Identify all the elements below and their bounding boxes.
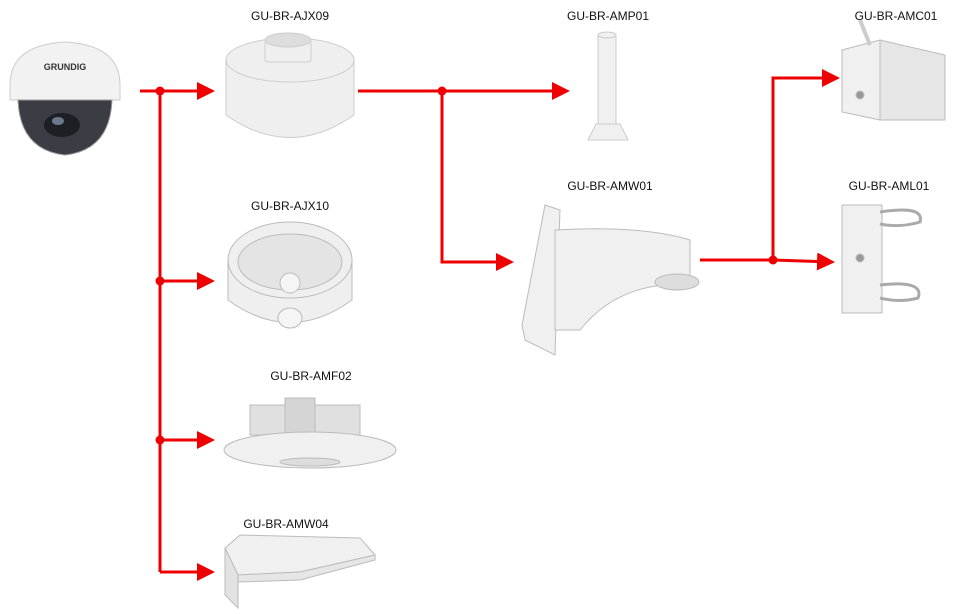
label-aml01: GU-BR-AML01 [848, 179, 930, 193]
label-amp01: GU-BR-AMP01 [566, 9, 650, 23]
line-aml01 [772, 252, 835, 271]
label-amw04: GU-BR-AMW04 [243, 517, 329, 531]
camera-brand-logo: GRUNDIG [44, 62, 87, 72]
amw01-image [521, 204, 700, 356]
junction-dot [768, 255, 778, 265]
ajx10-image [227, 221, 353, 329]
amc01-image [841, 19, 946, 121]
dome-camera-image: GRUNDIG [9, 41, 121, 156]
label-amw01: GU-BR-AMW01 [567, 179, 653, 193]
junction-dot [155, 276, 165, 286]
label-ajx09: GU-BR-AJX09 [250, 9, 330, 23]
line-ajx09-amw01 [440, 91, 514, 271]
amw04-image [224, 534, 376, 610]
junction-dot [155, 435, 165, 445]
junction-dot [155, 86, 165, 96]
junction-dot [437, 86, 447, 96]
line-amc01 [771, 69, 840, 260]
amf02-image [223, 397, 397, 469]
amp01-image [587, 31, 629, 141]
label-amc01: GU-BR-AMC01 [854, 9, 938, 23]
ajx09-image [225, 32, 355, 138]
aml01-image [841, 204, 922, 314]
label-ajx10: GU-BR-AJX10 [250, 199, 330, 213]
label-amf02: GU-BR-AMF02 [270, 369, 352, 383]
